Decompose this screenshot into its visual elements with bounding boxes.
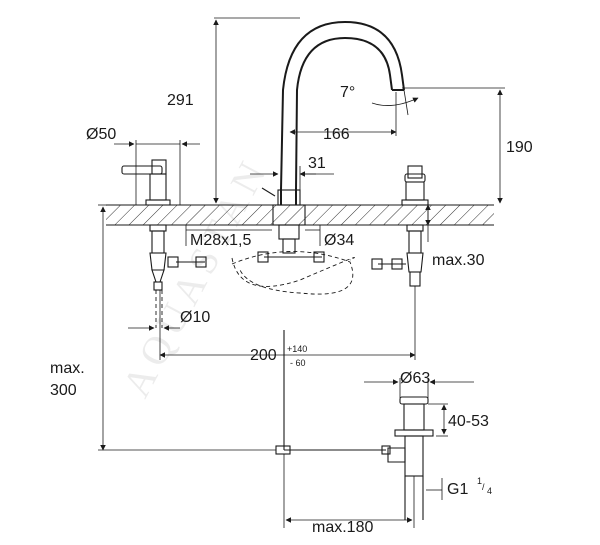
label-190: 190 [506, 139, 533, 156]
label-g1-denominator: 4 [487, 486, 492, 496]
label-166: 166 [323, 126, 350, 143]
countertop [106, 204, 494, 226]
label-d10: Ø10 [180, 309, 210, 326]
label-291: 291 [167, 92, 194, 109]
label-max: max. [50, 360, 85, 377]
label-g1-slash: / [482, 482, 485, 492]
label-thread: M28x1,5 [190, 232, 251, 249]
label-d63: Ø63 [400, 370, 430, 387]
centre-body [261, 187, 306, 254]
spout [280, 20, 405, 205]
dimension-lines [98, 17, 505, 528]
label-g1: G1 [447, 481, 468, 498]
left-valve [121, 159, 171, 291]
pop-up-drain [387, 396, 434, 520]
label-300: 300 [50, 382, 77, 399]
label-200: 200 [250, 347, 277, 364]
label-max180: max.180 [312, 519, 373, 536]
connection-hoses [155, 251, 406, 328]
right-valve [401, 165, 429, 287]
label-40-53: 40-53 [448, 413, 489, 430]
drain-rod [275, 330, 391, 455]
label-g1-numerator: 1 [477, 476, 482, 486]
label-200-minus: - 60 [290, 358, 306, 368]
label-31: 31 [308, 155, 326, 172]
dimension-labels: 291 166 7° 190 Ø50 31 M28x1,5 Ø34 max.30… [50, 84, 533, 536]
label-max30: max.30 [432, 252, 485, 269]
label-d50: Ø50 [86, 126, 116, 143]
label-d34: Ø34 [324, 232, 354, 249]
watermark-text: AQUASTAN [113, 149, 277, 404]
label-angle: 7° [340, 84, 355, 101]
label-200-plus: +140 [287, 344, 307, 354]
